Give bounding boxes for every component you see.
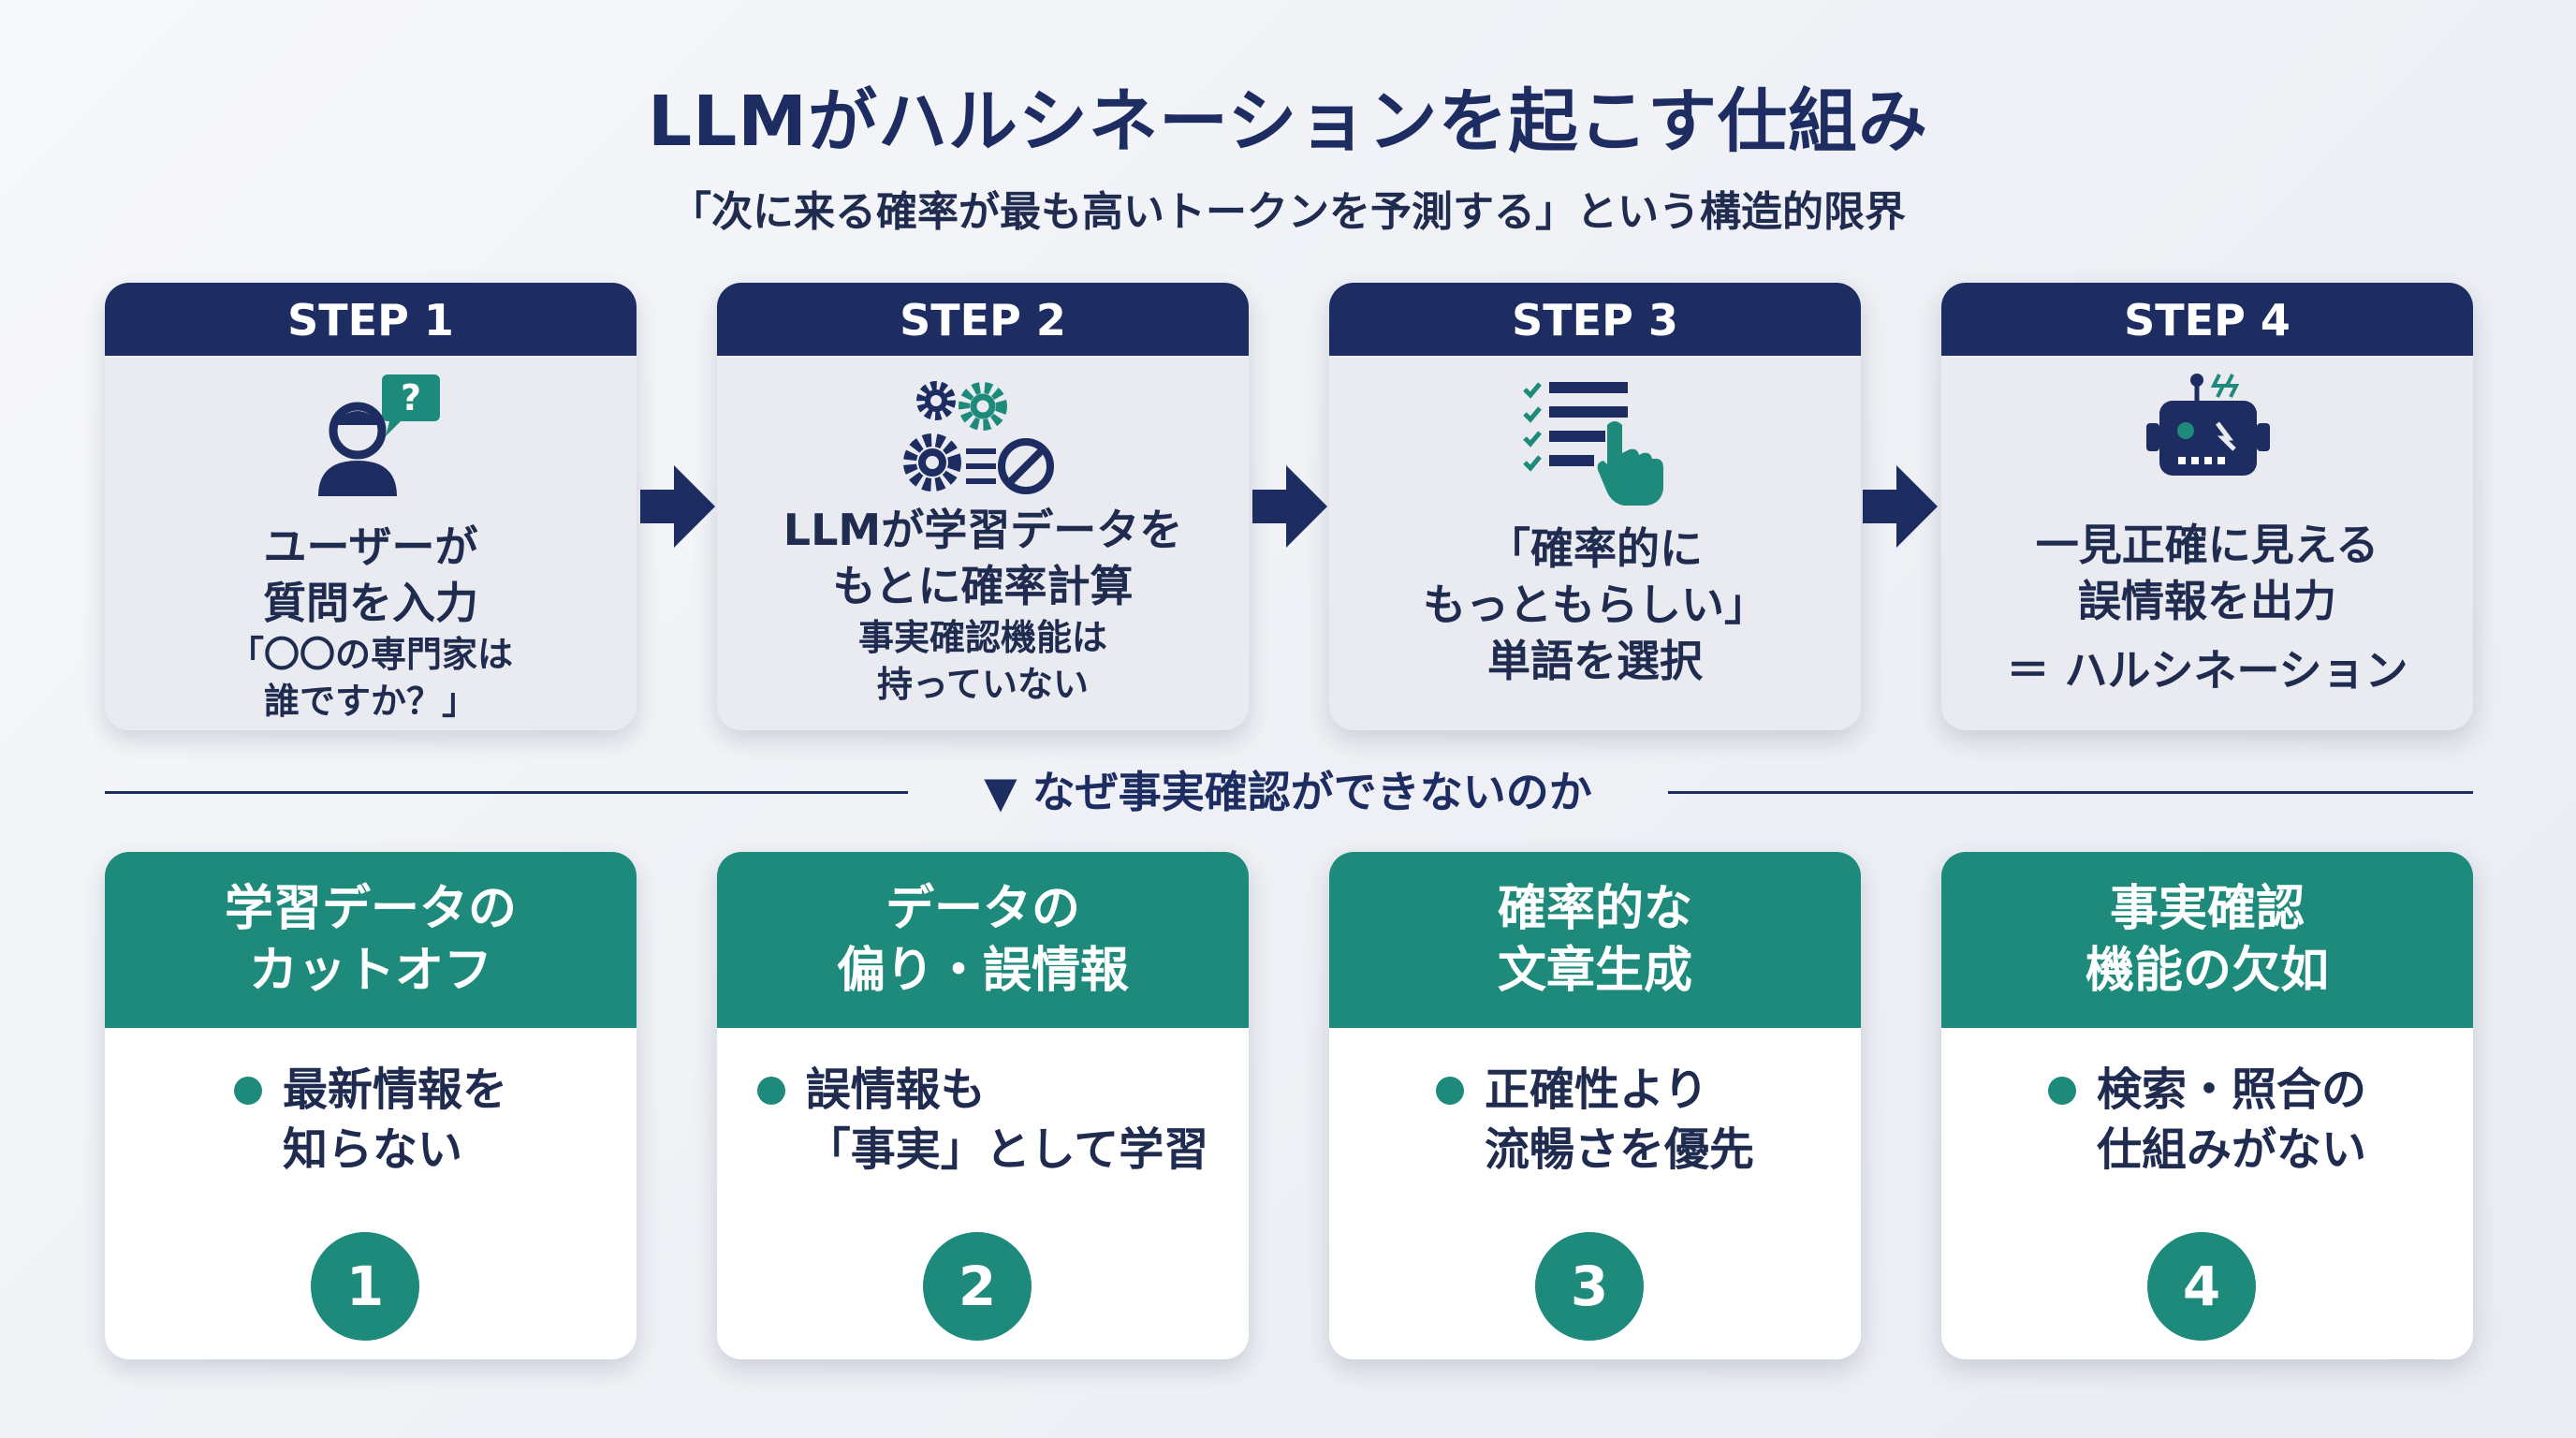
gears-no-icon bbox=[717, 369, 1249, 509]
step-result-line: ＝ ハルシネーション bbox=[2006, 645, 2408, 696]
step-main-line: 質問を入力 bbox=[263, 578, 478, 628]
cause-heading-line: 機能の欠如 bbox=[2085, 943, 2329, 999]
cause-number-badge: 3 bbox=[1535, 1232, 1644, 1341]
page-subtitle: 「次に来る確率が最も高いトークンを予測する」という構造的限界 bbox=[670, 188, 1906, 236]
cause-heading-line: 学習データの bbox=[224, 881, 517, 937]
cause-card-4: 事実確認 機能の欠如 検索・照合の 仕組みがない 4 bbox=[1941, 852, 2473, 1359]
bullet-dot-icon bbox=[2047, 1077, 2076, 1105]
divider-label: ▼ なぜ事実確認ができないのか bbox=[984, 767, 1592, 817]
bullet-dot-icon bbox=[1435, 1077, 1464, 1105]
arrow-right-icon bbox=[640, 465, 715, 548]
step-main-line: ユーザーが bbox=[263, 521, 478, 572]
step-label: STEP 3 bbox=[1329, 283, 1861, 356]
cause-point-line: 流暢さを優先 bbox=[1484, 1123, 1754, 1176]
cause-card-2: データの 偏り・誤情報 誤情報も 「事実」として学習 2 bbox=[717, 852, 1249, 1359]
step-card-1: STEP 1 ? ユーザーが 質問を入力 「〇〇の専門家は 誰ですか？」 bbox=[105, 283, 637, 730]
cause-point: 検索・照合の 仕組みがない bbox=[1941, 1060, 2473, 1180]
cause-number-badge: 4 bbox=[2147, 1232, 2256, 1341]
step-card-2: STEP 2 LLMが学習データを もとに確率計算 事実確認機能は 持っていない bbox=[717, 283, 1249, 730]
divider-line-left bbox=[105, 791, 908, 794]
step-label: STEP 2 bbox=[717, 283, 1249, 356]
step-card-3: STEP 3 「確率的に もっともらしい」 単語を選択 bbox=[1329, 283, 1861, 730]
cause-point-line: 正確性より bbox=[1484, 1064, 1709, 1116]
step-sub-line: 事実確認機能は bbox=[857, 617, 1107, 658]
cause-card-1: 学習データの カットオフ 最新情報を 知らない 1 bbox=[105, 852, 637, 1359]
step-main-line: 一見正確に見える bbox=[2035, 520, 2379, 570]
cause-heading-line: 文章生成 bbox=[1497, 943, 1692, 999]
cause-heading-line: 確率的な bbox=[1497, 881, 1692, 937]
cause-point: 誤情報も 「事実」として学習 bbox=[717, 1060, 1249, 1180]
step-main-line: LLMが学習データを bbox=[783, 505, 1183, 555]
step-main-line: 誤情報を出力 bbox=[2078, 576, 2336, 626]
divider-line-right bbox=[1668, 791, 2473, 794]
step-card-4: STEP 4 一見正確に見える 誤情報を出力 ＝ ハルシネーション bbox=[1941, 283, 2473, 730]
step-sub-line: 持っていない bbox=[876, 664, 1090, 705]
cause-card-3: 確率的な 文章生成 正確性より 流暢さを優先 3 bbox=[1329, 852, 1861, 1359]
cause-point-line: 仕組みがない bbox=[2096, 1123, 2366, 1176]
cause-point-line: 検索・照合の bbox=[2096, 1064, 2366, 1116]
step-label: STEP 1 bbox=[105, 283, 637, 356]
bullet-dot-icon bbox=[233, 1077, 262, 1105]
cause-heading: データの 偏り・誤情報 bbox=[717, 852, 1249, 1028]
cause-heading-line: データの bbox=[885, 881, 1080, 937]
cause-heading: 確率的な 文章生成 bbox=[1329, 852, 1861, 1028]
step-main-line: もっともらしい」 bbox=[1423, 580, 1767, 630]
arrow-right-icon bbox=[1863, 465, 1938, 548]
cause-heading-line: 事実確認 bbox=[2109, 881, 2305, 937]
step-label: STEP 4 bbox=[1941, 283, 2473, 356]
cause-number-badge: 2 bbox=[923, 1232, 1032, 1341]
step-main-line: 単語を選択 bbox=[1487, 636, 1703, 686]
user-question-icon: ? bbox=[105, 369, 637, 509]
cause-heading: 事実確認 機能の欠如 bbox=[1941, 852, 2473, 1028]
svg-text:?: ? bbox=[401, 377, 421, 418]
step-main-line: もとに確率計算 bbox=[832, 561, 1134, 611]
checklist-hand-icon bbox=[1329, 369, 1861, 509]
step-main-line: 「確率的に bbox=[1487, 523, 1703, 574]
cause-point-line: 誤情報も bbox=[805, 1064, 986, 1116]
cause-point: 最新情報を 知らない bbox=[105, 1060, 637, 1180]
arrow-right-icon bbox=[1252, 465, 1327, 548]
cause-point-line: 最新情報を bbox=[282, 1064, 507, 1116]
cause-number-badge: 1 bbox=[311, 1232, 419, 1341]
cause-point: 正確性より 流暢さを優先 bbox=[1329, 1060, 1861, 1180]
cause-heading-line: カットオフ bbox=[248, 943, 492, 999]
cause-heading: 学習データの カットオフ bbox=[105, 852, 637, 1028]
step-sub-line: 誰ですか？」 bbox=[263, 681, 477, 722]
cause-point-line: 知らない bbox=[282, 1123, 462, 1176]
cause-point-line: 「事実」として学習 bbox=[805, 1123, 1209, 1176]
page-title: LLMがハルシネーションを起こす仕組み bbox=[648, 81, 1928, 162]
step-sub-line: 「〇〇の専門家は bbox=[227, 634, 513, 675]
broken-robot-icon bbox=[1941, 369, 2473, 509]
bullet-dot-icon bbox=[756, 1077, 785, 1105]
cause-heading-line: 偏り・誤情報 bbox=[836, 943, 1129, 999]
